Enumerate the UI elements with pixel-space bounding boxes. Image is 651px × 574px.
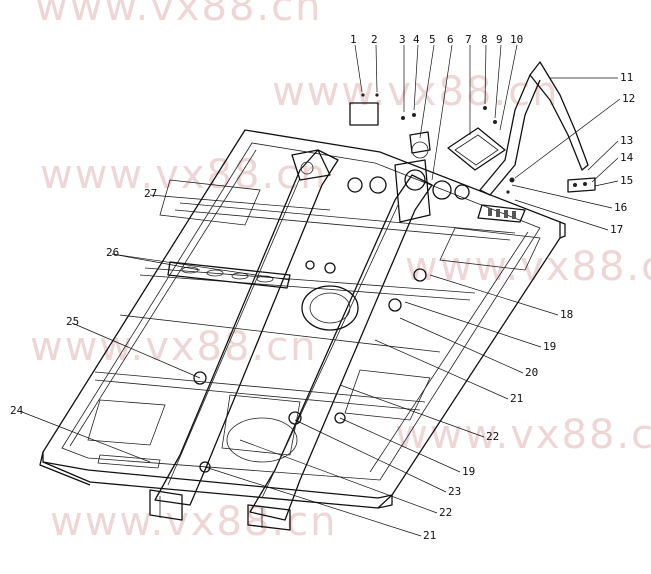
callout-26: 26 bbox=[106, 246, 119, 259]
callout-22b: 22 bbox=[439, 506, 452, 519]
callout-4: 4 bbox=[413, 33, 420, 46]
callout-2: 2 bbox=[371, 33, 378, 46]
watermark-4: www.vx88.cn bbox=[405, 244, 651, 290]
callout-1: 1 bbox=[350, 33, 357, 46]
chassis-frame bbox=[39, 61, 596, 531]
callout-16: 16 bbox=[614, 201, 627, 214]
callout-11: 11 bbox=[620, 71, 633, 84]
callout-24: 24 bbox=[10, 404, 24, 417]
callout-27: 27 bbox=[144, 187, 157, 200]
callout-14: 14 bbox=[620, 151, 634, 164]
watermark-3: www.vx88.cn bbox=[40, 152, 328, 198]
callout-25: 25 bbox=[66, 315, 79, 328]
callout-13: 13 bbox=[620, 134, 633, 147]
watermark-layer: www.vx88.cn www.vx88.cn www.vx88.cn www.… bbox=[30, 0, 651, 545]
callout-6: 6 bbox=[447, 33, 454, 46]
callout-19b: 19 bbox=[462, 465, 475, 478]
callout-10: 10 bbox=[510, 33, 523, 46]
callout-9: 9 bbox=[496, 33, 503, 46]
watermark-1: www.vx88.cn bbox=[35, 0, 323, 30]
callout-22a: 22 bbox=[486, 430, 499, 443]
callout-19a: 19 bbox=[543, 340, 556, 353]
watermark-6: www.vx88.cn bbox=[395, 412, 651, 458]
callout-21a: 21 bbox=[510, 392, 523, 405]
callout-15: 15 bbox=[620, 174, 633, 187]
watermark-2: www.vx88.cn bbox=[272, 69, 560, 115]
callout-17: 17 bbox=[610, 223, 623, 236]
watermark-7: www.vx88.cn bbox=[50, 499, 338, 545]
callout-12: 12 bbox=[622, 92, 635, 105]
leader-lines bbox=[21, 44, 621, 537]
callout-labels: 1 2 3 4 5 6 7 8 9 10 11 12 13 14 15 16 1… bbox=[10, 33, 635, 542]
callout-7: 7 bbox=[465, 33, 472, 46]
callout-3: 3 bbox=[399, 33, 406, 46]
callout-5: 5 bbox=[429, 33, 436, 46]
callout-23: 23 bbox=[448, 485, 461, 498]
watermark-5: www.vx88.cn bbox=[30, 324, 318, 370]
callout-18: 18 bbox=[560, 308, 573, 321]
callout-21b: 21 bbox=[423, 529, 436, 542]
callout-8: 8 bbox=[481, 33, 488, 46]
callout-20: 20 bbox=[525, 366, 538, 379]
